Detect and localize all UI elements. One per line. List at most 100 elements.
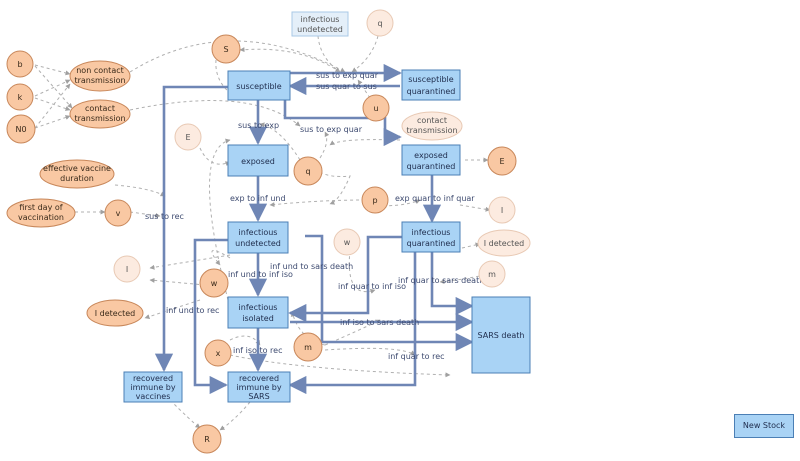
var-p-label: p xyxy=(372,196,377,205)
info-links xyxy=(34,35,491,431)
flow-inf-und-to-inf-iso: inf und to inf iso xyxy=(228,270,293,279)
ghost-stock-line-2: undetected xyxy=(297,25,343,34)
var-first-day-line-1: first day of xyxy=(19,203,62,212)
stock-susceptible-quarantined-line-1: susceptible xyxy=(408,75,453,84)
new-stock-button[interactable]: New Stock xyxy=(734,414,794,438)
var-w-label: w xyxy=(211,279,218,288)
var-w[interactable]: w xyxy=(199,268,229,298)
stock-exposed-label: exposed xyxy=(241,157,275,166)
var-contact-line-1: contact xyxy=(85,104,115,113)
ghost-var-q[interactable]: q xyxy=(366,9,394,37)
stock-recovered-vaccines-line-1: recovered xyxy=(133,374,173,383)
stock-infectious-quarantined[interactable]: infectious quarantined xyxy=(401,221,461,253)
var-non-contact-line-1: non contact xyxy=(76,66,124,75)
var-m[interactable]: m xyxy=(293,332,323,362)
flow-sus-quar-to-sus: sus quar to sus xyxy=(316,82,377,91)
var-first-day-of-vaccination[interactable]: first day of vaccination xyxy=(6,198,76,228)
stock-recovered-sars-line-3: SARS xyxy=(248,392,269,401)
ghost-var-m-label: m xyxy=(488,270,496,279)
var-k[interactable]: k xyxy=(6,83,34,111)
flow-sus-to-exp-quar-a: sus to exp quar xyxy=(316,71,379,80)
var-s[interactable]: S xyxy=(211,34,241,64)
var-v[interactable]: v xyxy=(104,199,132,227)
var-p[interactable]: p xyxy=(361,186,389,214)
var-contact-transmission[interactable]: contact transmission xyxy=(69,99,131,129)
var-r[interactable]: R xyxy=(192,424,222,454)
var-q-label: q xyxy=(305,167,310,176)
ghost-stock-infectious-undetected[interactable]: infectious undetected xyxy=(291,11,349,37)
var-vaccine-duration-line-1: effective vaccine xyxy=(43,164,111,173)
ghost-var-w[interactable]: w xyxy=(333,228,361,256)
flow-inf-quar-to-sars-death: inf quar to sars death xyxy=(398,276,484,285)
var-non-contact-line-2: transmission xyxy=(74,76,125,85)
stock-susceptible-quarantined-line-2: quarantined xyxy=(407,87,456,96)
var-r-label: R xyxy=(204,435,210,444)
stock-recovered-vaccines-line-3: vaccines xyxy=(136,392,171,401)
var-i-detected[interactable]: I detected xyxy=(86,299,144,327)
stock-susceptible[interactable]: susceptible xyxy=(227,70,291,101)
var-n0-label: N0 xyxy=(15,125,26,134)
var-k-label: k xyxy=(18,93,23,102)
ghost-var-q-label: q xyxy=(377,19,382,28)
stock-infectious-quarantined-line-2: quarantined xyxy=(407,239,456,248)
var-vaccine-duration-line-2: duration xyxy=(60,174,94,183)
ghost-var-contact-line-2: transmission xyxy=(406,126,457,135)
var-x[interactable]: x xyxy=(204,339,232,367)
var-first-day-line-2: vaccination xyxy=(18,213,64,222)
ghost-var-i-right-label: I xyxy=(501,206,503,215)
ghost-var-m[interactable]: m xyxy=(478,260,506,288)
ghost-var-i-right[interactable]: I xyxy=(488,196,516,224)
stock-infectious-quarantined-line-1: infectious xyxy=(412,228,451,237)
ghost-var-i-left[interactable]: I xyxy=(113,255,141,283)
var-s-label: S xyxy=(223,45,228,54)
var-q[interactable]: q xyxy=(293,156,323,186)
flow-pipes xyxy=(154,63,474,395)
stock-sars-death[interactable]: SARS death xyxy=(471,296,531,374)
var-e-exposed-quarantined[interactable]: E xyxy=(487,146,517,176)
ghost-var-contact-transmission[interactable]: contact transmission xyxy=(401,111,463,141)
ghost-var-e[interactable]: E xyxy=(174,123,202,151)
stock-susceptible-quarantined[interactable]: susceptible quarantined xyxy=(401,69,461,101)
stock-recovered-sars-line-2: immune by xyxy=(236,383,281,392)
var-b-label: b xyxy=(17,60,22,69)
stock-infectious-undetected-line-2: undetected xyxy=(235,239,281,248)
flow-sus-to-exp-quar: sus to exp quar xyxy=(300,125,363,134)
flow-sus-to-rec: sus to rec xyxy=(145,212,184,221)
ghost-var-i-detected[interactable]: I detected xyxy=(477,229,531,257)
var-v-label: v xyxy=(116,209,121,218)
stock-recovered-vaccines-line-2: immune by xyxy=(130,383,175,392)
flow-inf-iso-to-sars-death: inf iso to sars death xyxy=(340,318,419,327)
stock-susceptible-label: susceptible xyxy=(236,82,281,91)
flow-labels: sus to exp quar sus quar to sus sus to e… xyxy=(145,71,484,361)
flow-inf-und-to-sars-death: inf und to sars death xyxy=(270,262,353,271)
stock-infectious-isolated-line-1: infectious xyxy=(239,303,278,312)
var-non-contact-transmission[interactable]: non contact transmission xyxy=(69,60,131,92)
ghost-var-w-label: w xyxy=(344,238,351,247)
stock-infectious-undetected[interactable]: infectious undetected xyxy=(227,221,289,254)
stock-exposed-quarantined-line-2: quarantined xyxy=(407,162,456,171)
var-e-label: E xyxy=(499,157,504,166)
ghost-var-i-detected-label: I detected xyxy=(484,239,525,248)
stock-infectious-isolated[interactable]: infectious isolated xyxy=(227,296,289,329)
flow-inf-quar-to-inf-iso: inf quar to inf iso xyxy=(338,282,406,291)
stock-infectious-undetected-line-1: infectious xyxy=(239,228,278,237)
var-contact-line-2: transmission xyxy=(74,114,125,123)
var-effective-vaccine-duration[interactable]: effective vaccine duration xyxy=(39,159,115,189)
stock-recovered-sars-line-1: recovered xyxy=(239,374,279,383)
ghost-var-i-left-label: I xyxy=(126,265,128,274)
flow-exp-quar-to-inf-quar: exp quar to inf quar xyxy=(395,194,475,203)
flow-inf-und-to-rec: inf und to rec xyxy=(166,306,219,315)
stock-exposed-quarantined[interactable]: exposed quarantined xyxy=(401,144,461,176)
var-u[interactable]: u xyxy=(362,94,390,122)
flow-exp-to-inf-und: exp to inf und xyxy=(230,194,286,203)
stock-recovered-immune-by-vaccines[interactable]: recovered immune by vaccines xyxy=(123,371,183,403)
var-n0[interactable]: N0 xyxy=(6,114,36,144)
var-u-label: u xyxy=(373,104,378,113)
flow-inf-iso-to-rec: inf iso to rec xyxy=(233,346,283,355)
var-b[interactable]: b xyxy=(6,50,34,78)
stock-exposed[interactable]: exposed xyxy=(227,144,289,177)
stock-recovered-immune-by-sars[interactable]: recovered immune by SARS xyxy=(227,371,291,403)
ghost-stock-line-1: infectious xyxy=(301,15,340,24)
